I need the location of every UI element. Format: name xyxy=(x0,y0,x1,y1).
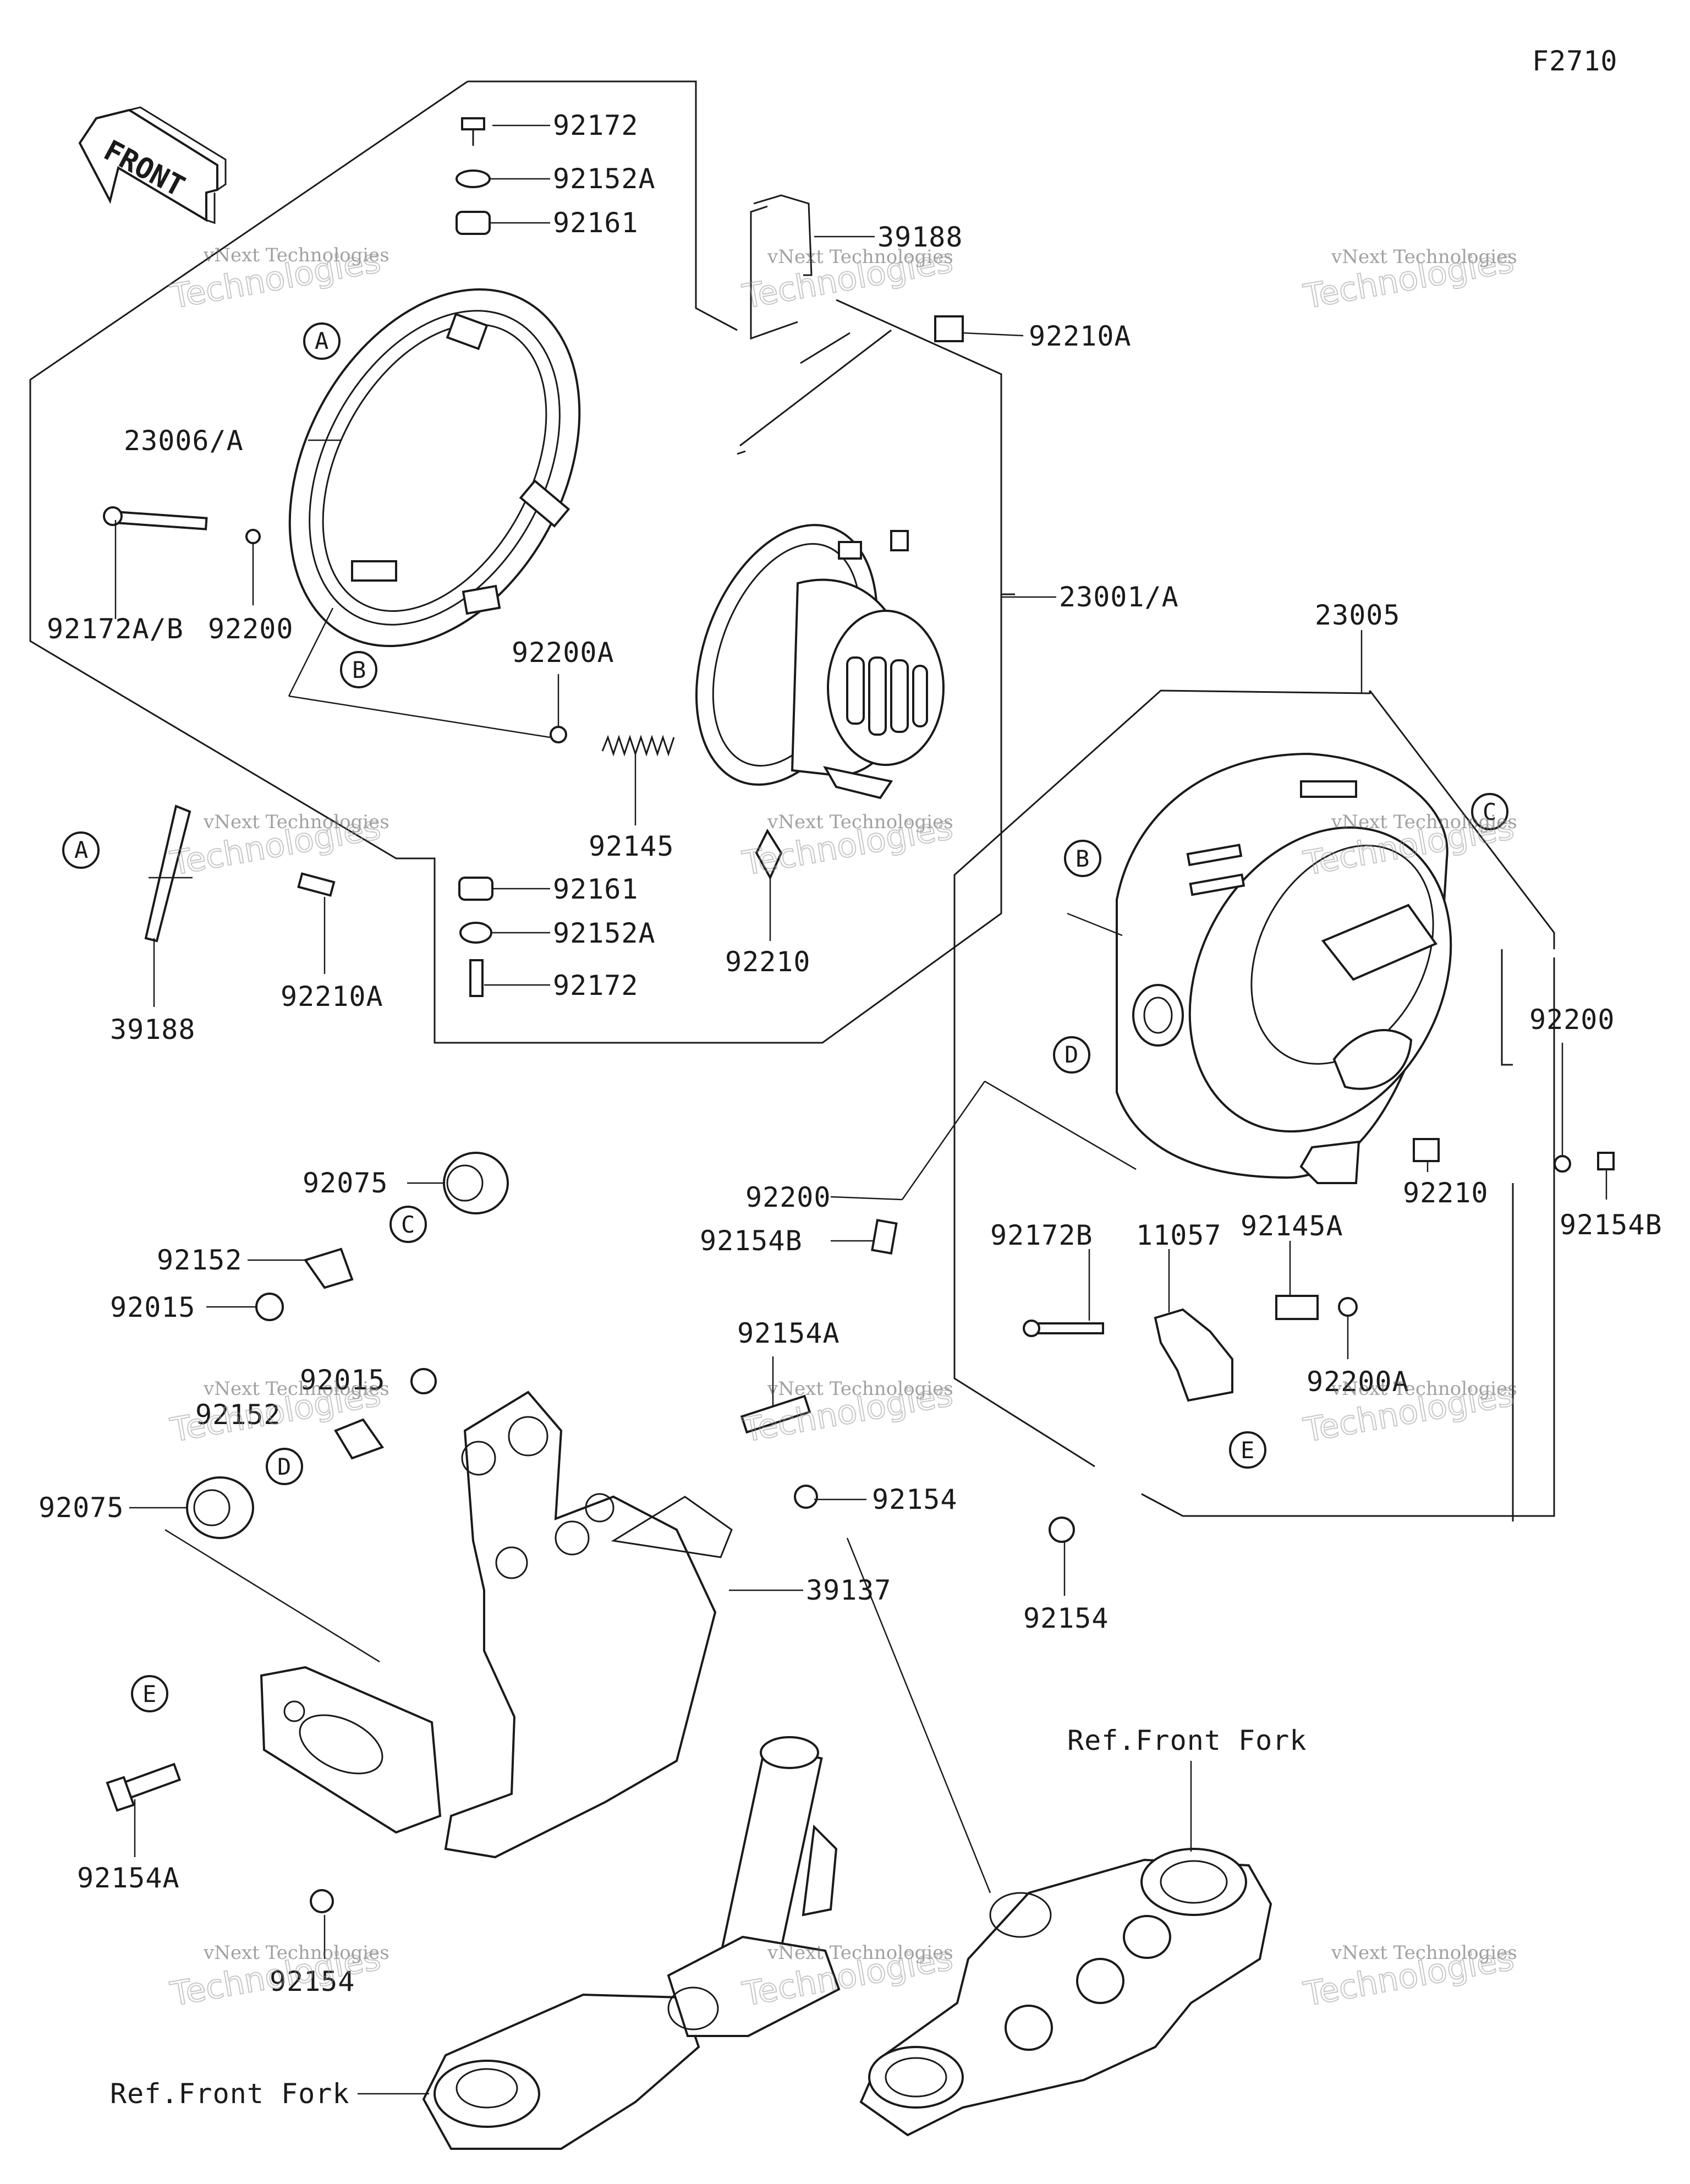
callout-E-left xyxy=(131,1675,168,1712)
svg-text:B: B xyxy=(1076,845,1089,872)
svg-text:vNext Technologies: vNext Technologies xyxy=(1331,1942,1517,1964)
label-92172-bottom: 92172 xyxy=(553,970,639,1001)
label-23001A: 23001/A xyxy=(1059,581,1179,613)
svg-text:A: A xyxy=(74,836,88,863)
front-arrow-icon: FRONT xyxy=(78,106,227,225)
svg-text:vNext Technologies: vNext Technologies xyxy=(203,1378,389,1400)
svg-text:vNext Technologies: vNext Technologies xyxy=(203,1942,389,1964)
svg-text:vNext Technologies: vNext Technologies xyxy=(767,246,953,268)
callout-B-left xyxy=(340,651,377,688)
svg-text:vNext Technologies: vNext Technologies xyxy=(767,1942,953,1964)
label-92152A-top: 92152A xyxy=(553,163,656,195)
svg-text:A: A xyxy=(315,327,328,354)
label-92210-right: 92210 xyxy=(1403,1177,1489,1209)
label-39188-top: 39188 xyxy=(877,221,963,253)
callout-C-right xyxy=(1471,793,1508,830)
headlight-rim-23006 xyxy=(288,288,581,647)
svg-text:C: C xyxy=(401,1211,415,1238)
svg-text:vNext Technologies: vNext Technologies xyxy=(1331,246,1517,268)
label-92210A-left: 92210A xyxy=(281,981,383,1012)
svg-text:vNext Technologies: vNext Technologies xyxy=(203,811,389,833)
headlight-housing-23005 xyxy=(1116,752,1452,1184)
label-92154A-top: 92154A xyxy=(737,1317,840,1349)
callout-C-left xyxy=(389,1206,427,1243)
label-ref-front-fork-left: Ref.Front Fork xyxy=(110,2078,349,2110)
label-92200A-mid: 92200A xyxy=(512,637,614,669)
headlight-unit-23001 xyxy=(695,524,945,800)
label-92075-top: 92075 xyxy=(303,1167,388,1199)
label-11057: 11057 xyxy=(1136,1219,1222,1251)
svg-text:vNext Technologies: vNext Technologies xyxy=(203,244,389,266)
hardware-parts xyxy=(103,117,1615,1913)
label-92015-mid: 92015 xyxy=(300,1364,386,1396)
callout-D-right xyxy=(1053,1036,1090,1074)
callout-A-left xyxy=(62,831,100,869)
headlight-stay-39137 xyxy=(260,1391,733,1859)
fork-upper-bracket xyxy=(859,1848,1272,2137)
callout-circles: A B A B C D E C D E xyxy=(62,322,1508,1712)
label-39137: 39137 xyxy=(806,1574,892,1606)
svg-text:B: B xyxy=(352,656,366,683)
figure-code: F2710 xyxy=(1532,45,1618,77)
callout-B-right xyxy=(1064,840,1101,877)
label-92200A-right: 92200A xyxy=(1307,1366,1409,1398)
label-ref-front-fork-right: Ref.Front Fork xyxy=(1067,1725,1307,1756)
svg-text:vNext Technologies: vNext Technologies xyxy=(767,1378,953,1400)
label-92152-top: 92152 xyxy=(157,1244,243,1276)
label-92015-top: 92015 xyxy=(110,1291,196,1323)
svg-text:D: D xyxy=(1065,1041,1078,1068)
label-92075-mid: 92075 xyxy=(39,1492,124,1524)
leader-lines xyxy=(114,124,1607,2095)
part-labels: 92172 92152A 92161 39188 92210A 23006/A … xyxy=(39,110,1662,2110)
svg-text:vNext Technologies: vNext Technologies xyxy=(1331,811,1517,833)
label-92154A-bottom: 92154A xyxy=(77,1862,180,1894)
label-92161-top: 92161 xyxy=(553,207,639,239)
callout-A-top xyxy=(303,322,341,360)
assembly-frame-lines xyxy=(29,80,1555,1521)
label-92154B-center: 92154B xyxy=(700,1225,803,1257)
label-92154-mid: 92154 xyxy=(872,1484,958,1515)
callout-E-right xyxy=(1229,1431,1266,1469)
svg-text:E: E xyxy=(142,1681,156,1707)
label-92152-mid: 92152 xyxy=(195,1399,281,1431)
label-92172AB: 92172A/B xyxy=(47,613,184,645)
svg-text:E: E xyxy=(1241,1437,1254,1464)
callout-D-left xyxy=(266,1448,303,1485)
label-92152A-bottom: 92152A xyxy=(553,917,656,949)
label-92154-right: 92154 xyxy=(1023,1602,1109,1634)
label-23005: 23005 xyxy=(1315,599,1401,631)
svg-text:D: D xyxy=(277,1453,291,1480)
label-23006A: 23006/A xyxy=(124,425,244,457)
label-92210-mid: 92210 xyxy=(725,946,811,978)
label-92154-bottom: 92154 xyxy=(270,1966,355,1997)
label-92154B-right: 92154B xyxy=(1560,1209,1662,1241)
label-92145: 92145 xyxy=(589,830,674,862)
label-92172B: 92172B xyxy=(990,1219,1093,1251)
label-92200-center: 92200 xyxy=(745,1181,831,1213)
svg-text:vNext Technologies: vNext Technologies xyxy=(767,811,953,833)
label-92145A: 92145A xyxy=(1241,1210,1343,1242)
svg-text:C: C xyxy=(1483,798,1496,825)
svg-text:vNext Technologies: vNext Technologies xyxy=(1331,1378,1517,1400)
label-39188-left: 39188 xyxy=(110,1014,196,1046)
label-92172-top: 92172 xyxy=(553,110,639,141)
steering-stem xyxy=(422,1736,841,2150)
label-92161-bottom: 92161 xyxy=(553,873,639,905)
label-92200-left: 92200 xyxy=(208,613,294,645)
label-92200-right: 92200 xyxy=(1529,1004,1615,1036)
label-92210A-top: 92210A xyxy=(1029,320,1132,352)
